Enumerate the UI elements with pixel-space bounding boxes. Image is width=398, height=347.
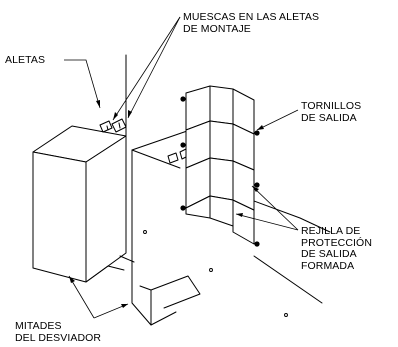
left-diverter-half xyxy=(32,125,135,283)
label-outlet-grille: REJILLA DE PROTECCIÓN DE SALIDA FORMADA xyxy=(301,225,373,272)
screw xyxy=(180,205,186,211)
label-diverter-halves: MITADES DEL DESVIADOR xyxy=(15,320,102,344)
mounting-holes xyxy=(143,230,288,317)
label-mounting-flange-notches: MUESCAS EN LAS ALETAS DE MONTAJE xyxy=(183,11,320,35)
label-outlet-screws: TORNILLOS DE SALIDA xyxy=(301,100,362,124)
mounting-flanges xyxy=(99,118,127,133)
screw xyxy=(254,182,260,188)
screw xyxy=(254,130,260,136)
screw xyxy=(180,142,186,148)
arrowheads xyxy=(69,100,264,308)
outlet-screws xyxy=(180,96,260,247)
leader-lines xyxy=(64,16,299,319)
screw xyxy=(254,241,260,247)
label-flanges: ALETAS xyxy=(5,54,46,66)
screw xyxy=(180,96,186,102)
outlet-grille xyxy=(185,85,255,245)
